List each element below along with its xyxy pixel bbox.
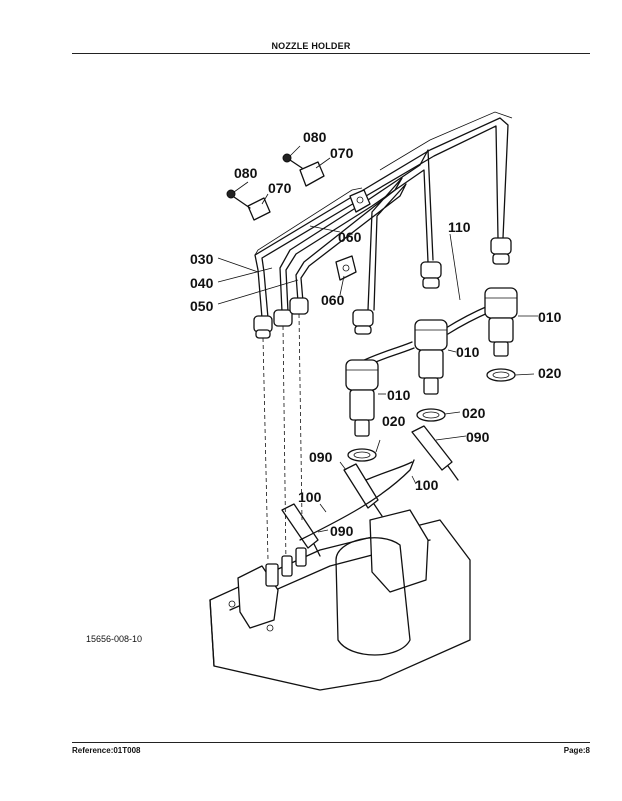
pipe-clamps — [226, 153, 371, 281]
callout-100-b: 100 — [415, 477, 439, 493]
callout-020-c: 020 — [382, 413, 406, 429]
injection-pipes — [254, 111, 513, 319]
engine-block — [209, 509, 471, 691]
callout-010-b: 010 — [456, 344, 480, 360]
nozzle-holders — [345, 287, 518, 437]
glow-plugs — [281, 425, 459, 557]
callout-020-a: 020 — [538, 365, 562, 381]
callout-100-a: 100 — [298, 489, 322, 505]
page-title: NOZZLE HOLDER — [271, 41, 351, 51]
header-divider — [72, 53, 590, 54]
footer-reference: Reference:01T008 — [72, 746, 141, 755]
footer-divider — [72, 742, 590, 743]
callout-070-a: 070 — [330, 145, 354, 161]
callout-labels: 080 070 080 070 060 110 030 040 050 060 … — [190, 129, 562, 539]
callout-060-a: 060 — [338, 229, 362, 245]
callout-080-a: 080 — [303, 129, 327, 145]
callout-070-b: 070 — [268, 180, 292, 196]
leader-lines — [217, 145, 538, 533]
callout-060-b: 060 — [321, 292, 345, 308]
assembly-guides — [262, 313, 303, 566]
callout-030: 030 — [190, 251, 214, 267]
callout-040: 040 — [190, 275, 214, 291]
callout-010-a: 010 — [538, 309, 562, 325]
nozzle-gaskets — [347, 368, 516, 462]
callout-050: 050 — [190, 298, 214, 314]
callout-020-b: 020 — [462, 405, 486, 421]
callout-090-a: 090 — [466, 429, 490, 445]
pipe-nuts — [253, 237, 512, 339]
callout-090-b: 090 — [309, 449, 333, 465]
callout-090-c: 090 — [330, 523, 354, 539]
callout-010-c: 010 — [387, 387, 411, 403]
callout-080-b: 080 — [234, 165, 258, 181]
footer-page-number: Page:8 — [563, 746, 590, 755]
callout-110: 110 — [448, 219, 471, 235]
figure-code: 15656-008-10 — [86, 634, 142, 644]
